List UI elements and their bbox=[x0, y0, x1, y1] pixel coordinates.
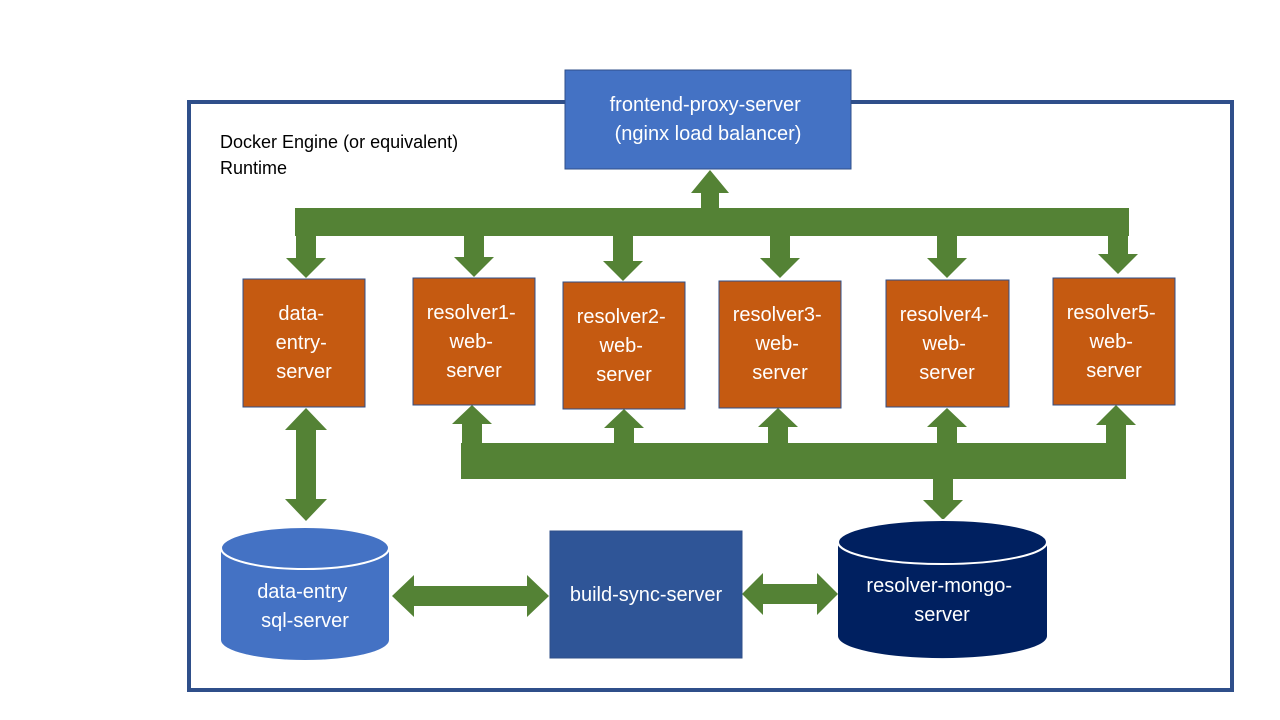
resolver2-web-server-label: resolver2- web- server bbox=[577, 306, 671, 386]
arrow-to-resolver1 bbox=[454, 236, 494, 277]
resolver1-web-server-label: resolver1- web- server bbox=[427, 302, 521, 382]
resolver-mongo-server-cylinder bbox=[837, 519, 1048, 659]
arrow-up-resolver1 bbox=[452, 405, 492, 443]
arrow-to-resolver5 bbox=[1098, 236, 1138, 274]
arrow-to-resolver4 bbox=[927, 236, 967, 278]
arrow-to-resolver2 bbox=[603, 236, 643, 281]
resolver1-web-server-box bbox=[412, 277, 536, 406]
arrow-up-resolver4 bbox=[927, 408, 967, 443]
arrow-sql-to-build-sync bbox=[392, 575, 549, 617]
resolver5-web-server-label: resolver5- web- server bbox=[1067, 302, 1161, 382]
top-bus bbox=[286, 170, 1138, 281]
resolver3-web-server-label: resolver3- web- server bbox=[733, 304, 827, 384]
data-entry-sql-server-label: data-entry sql-server bbox=[257, 581, 353, 632]
resolver-mongo-server-label: resolver-mongo- server bbox=[866, 575, 1017, 626]
resolver4-web-server-label: resolver4- web- server bbox=[900, 304, 994, 384]
build-sync-server-label: build-sync-server bbox=[570, 584, 723, 606]
bottom-bus bbox=[452, 405, 1136, 520]
frontend-proxy-server-label: frontend-proxy-server (nginx load balanc… bbox=[610, 94, 807, 145]
arrow-up-resolver5 bbox=[1096, 405, 1136, 443]
frontend-proxy-server-box bbox=[564, 69, 852, 170]
runtime-label: Docker Engine (or equivalent) Runtime bbox=[220, 132, 463, 178]
resolver5-web-server-box bbox=[1052, 277, 1176, 406]
data-entry-server-label: data- entry- server bbox=[276, 303, 333, 383]
arrow-up-resolver2 bbox=[604, 409, 644, 443]
build-sync-server-box bbox=[549, 530, 743, 659]
arrow-to-proxy bbox=[691, 170, 729, 208]
arrow-down-to-mongo bbox=[923, 479, 963, 520]
arrow-to-resolver3 bbox=[760, 236, 800, 278]
resolver3-web-server-box bbox=[718, 280, 842, 409]
arrow-up-resolver3 bbox=[758, 408, 798, 443]
data-entry-sql-server-cylinder bbox=[220, 526, 390, 660]
arrow-data-entry-to-sql bbox=[285, 408, 327, 521]
web-servers: data- entry- server resolver1- web- serv… bbox=[242, 277, 1176, 410]
resolver4-web-server-box bbox=[885, 279, 1010, 408]
resolver2-web-server-box bbox=[562, 281, 686, 410]
arrow-to-data-entry-server bbox=[286, 236, 326, 278]
data-entry-server-box bbox=[242, 278, 366, 408]
arrow-build-sync-to-mongo bbox=[742, 573, 838, 615]
